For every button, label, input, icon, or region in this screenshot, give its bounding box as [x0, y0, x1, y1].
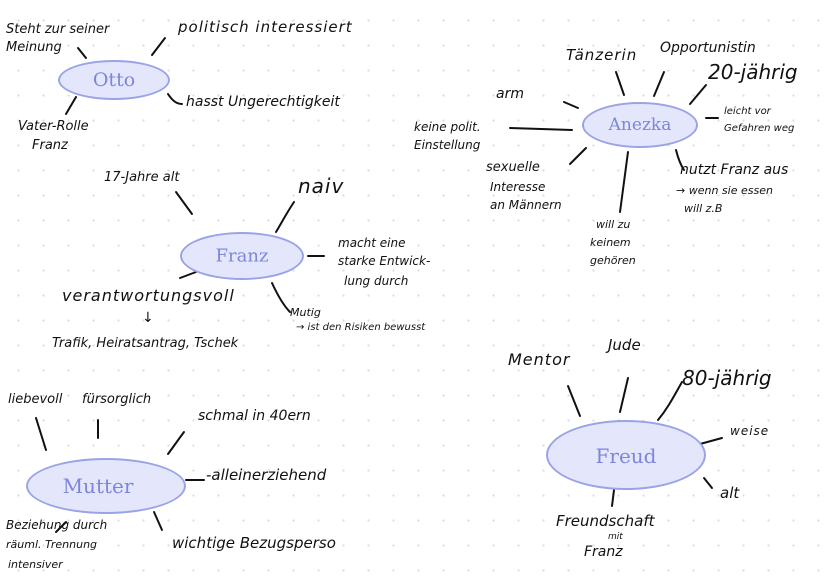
anezka-will-line1: will zu — [596, 218, 631, 231]
connector-mutter-liebevoll — [35, 417, 47, 451]
anezka-sexuelle-line2: Interesse — [490, 180, 546, 194]
node-freud — [546, 420, 706, 490]
franz-verantwortungsvoll: verantwortungsvoll — [62, 286, 235, 305]
node-franz-label: Franz — [215, 245, 269, 267]
connector-franz-mutig — [271, 282, 291, 313]
anezka-sexuelle-line3: an Männern — [490, 198, 562, 212]
connector-anezka-sexuelle — [569, 147, 587, 165]
mutter-beziehung-line1: Beziehung durch — [6, 518, 108, 532]
mutter-liebevoll: liebevoll — [8, 392, 63, 407]
franz-alt: 17-Jahre alt — [104, 170, 180, 185]
anezka-keine-line1: keine polit. — [414, 120, 481, 134]
connector-mutter-wichtige — [153, 511, 163, 531]
anezka-nutzt-line1: nutzt Franz aus — [680, 162, 789, 178]
connector-freud-weise — [699, 437, 723, 445]
connector-freud-mentor — [567, 385, 581, 417]
anezka-will-line3: gehören — [590, 254, 636, 267]
connector-anezka-tanzerin — [615, 71, 625, 96]
connector-franz-alt — [175, 191, 193, 215]
connector-mutter-schmal — [167, 431, 185, 455]
node-otto-label: Otto — [92, 69, 136, 91]
freud-jahrig: 80-jährig — [682, 366, 772, 390]
anezka-nutzt-line2: → wenn sie essen — [676, 184, 773, 197]
anezka-jahrig: 20-jährig — [708, 60, 798, 84]
connector-mutter-beziehung — [55, 521, 67, 533]
otto-hasst: hasst Ungerechtigkeit — [186, 94, 340, 110]
node-freud-label: Freud — [595, 444, 657, 468]
anezka-opportunistin: Opportunistin — [660, 40, 756, 56]
mutter-beziehung-line2: räuml. Trennung — [6, 538, 98, 551]
anezka-tanzerin: Tänzerin — [566, 46, 638, 64]
connector-anezka-keine — [509, 127, 573, 131]
connector-anezka-jahrig — [689, 84, 707, 105]
otto-vater-line2: Franz — [32, 138, 68, 153]
connector-otto-politisch — [151, 37, 166, 56]
franz-macht-line2: starke Entwick- — [338, 254, 431, 268]
connector-anezka-arm — [563, 101, 579, 109]
connector-freud-freundschaft — [611, 489, 615, 507]
connector-freud-jude — [619, 377, 629, 413]
mutter-beziehung-line3: intensiver — [8, 558, 63, 571]
connector-anezka-will — [619, 151, 629, 213]
connector-freud-alt — [703, 477, 713, 489]
connector-otto-vater — [65, 96, 77, 115]
franz-macht-line1: macht eine — [338, 236, 406, 250]
connector-anezka-opportunistin — [653, 71, 665, 97]
mutter-wichtige: wichtige Bezugsperso — [172, 534, 336, 552]
otto-politisch: politisch interessiert — [178, 18, 353, 36]
anezka-sexuelle-line1: sexuelle — [486, 160, 540, 175]
anezka-keine-line2: Einstellung — [414, 138, 481, 152]
connector-franz-verantwortungsvoll — [179, 271, 197, 279]
mutter-alleinerziehend: -alleinerziehend — [206, 466, 327, 484]
node-mutter-label: Mutter — [62, 474, 134, 498]
connector-freud-jahrig — [657, 381, 683, 421]
anezka-will-line2: keinem — [590, 236, 631, 249]
freud-freundschaft-line3: Franz — [584, 544, 623, 560]
freud-alt: alt — [720, 484, 740, 502]
anezka-arm: arm — [496, 86, 524, 102]
freud-freundschaft-line1: Freundschaft — [556, 512, 655, 530]
freud-mentor: Mentor — [508, 350, 571, 369]
node-otto — [58, 60, 170, 100]
anezka-nutzt-line3: will z.B — [684, 202, 723, 215]
node-franz — [180, 232, 304, 280]
connector-otto-steht — [77, 47, 87, 59]
freud-jude: Jude — [608, 336, 641, 354]
otto-steht-line1: Steht zur seiner — [6, 22, 110, 37]
connector-anezka-nutzt — [675, 149, 685, 171]
node-anezka-label: Anezka — [608, 115, 672, 135]
anezka-leicht-line1: leicht vor — [724, 106, 771, 117]
franz-mutig-line2: → ist den Risiken bewusst — [296, 322, 426, 333]
connector-otto-hasst — [167, 93, 183, 105]
franz-trafik: Trafik, Heiratsantrag, Tschek — [52, 336, 239, 351]
anezka-leicht-line2: Gefahren weg — [724, 123, 795, 134]
mutter-fursorglich: fürsorglich — [82, 392, 152, 407]
otto-vater-line1: Vater-Rolle — [18, 119, 89, 134]
franz-arrow: ↓ — [142, 310, 154, 326]
connector-franz-naiv — [275, 201, 295, 233]
freud-weise: weise — [730, 424, 770, 438]
node-anezka — [582, 102, 698, 148]
mutter-schmal: schmal in 40ern — [198, 408, 311, 424]
otto-steht-line2: Meinung — [6, 40, 62, 55]
franz-macht-line3: lung durch — [344, 274, 409, 288]
freud-freundschaft-line2: mit — [608, 532, 623, 542]
franz-naiv: naiv — [298, 174, 345, 198]
franz-mutig-line1: Mutig — [290, 306, 321, 319]
node-mutter — [26, 458, 186, 514]
